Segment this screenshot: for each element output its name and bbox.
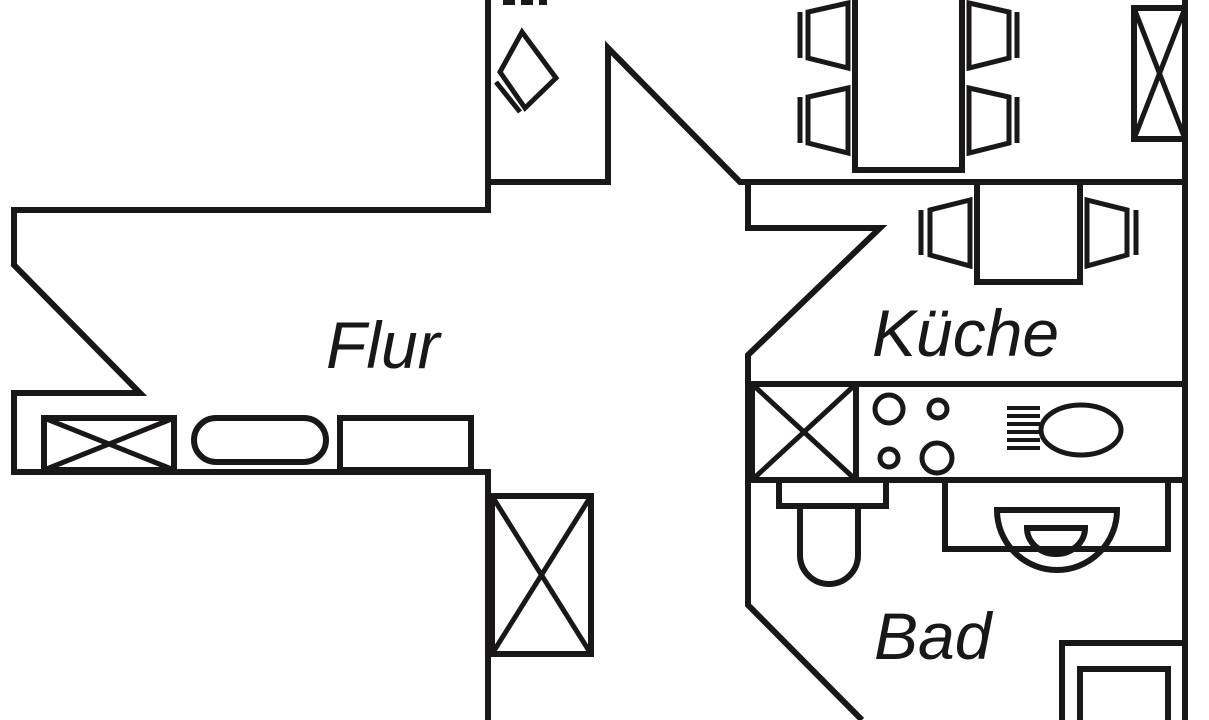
- kitchen-table: [974, 179, 1083, 285]
- shelf-marks: [503, 0, 547, 5]
- room-label-kueche: Küche: [872, 296, 1060, 370]
- kitchen-chairs: [918, 196, 1139, 270]
- hall-shelf: [337, 415, 474, 473]
- hall-bench: [191, 415, 329, 465]
- dining-chairs: [797, 0, 1020, 157]
- hall-cabinet: [41, 415, 177, 473]
- hall-wardrobe: [489, 493, 594, 657]
- kitchen-sink-icon: [1007, 402, 1124, 458]
- wall-kitchen-bath: [745, 182, 888, 720]
- wall-hall-niche: [488, 40, 1185, 185]
- wall-flur-outline: [11, 0, 491, 720]
- toilet-icon: [776, 477, 889, 587]
- cabinet-top-right: [1131, 5, 1188, 142]
- washbasin-icon: [942, 483, 1171, 573]
- dining-table: [852, 0, 965, 173]
- room-label-bad: Bad: [874, 599, 992, 673]
- stove-icon: [872, 392, 955, 476]
- kitchen-counter: [748, 381, 1185, 483]
- room-label-flur: Flur: [326, 308, 440, 382]
- armchair-icon: [494, 27, 560, 114]
- shower-icon: [1059, 640, 1185, 720]
